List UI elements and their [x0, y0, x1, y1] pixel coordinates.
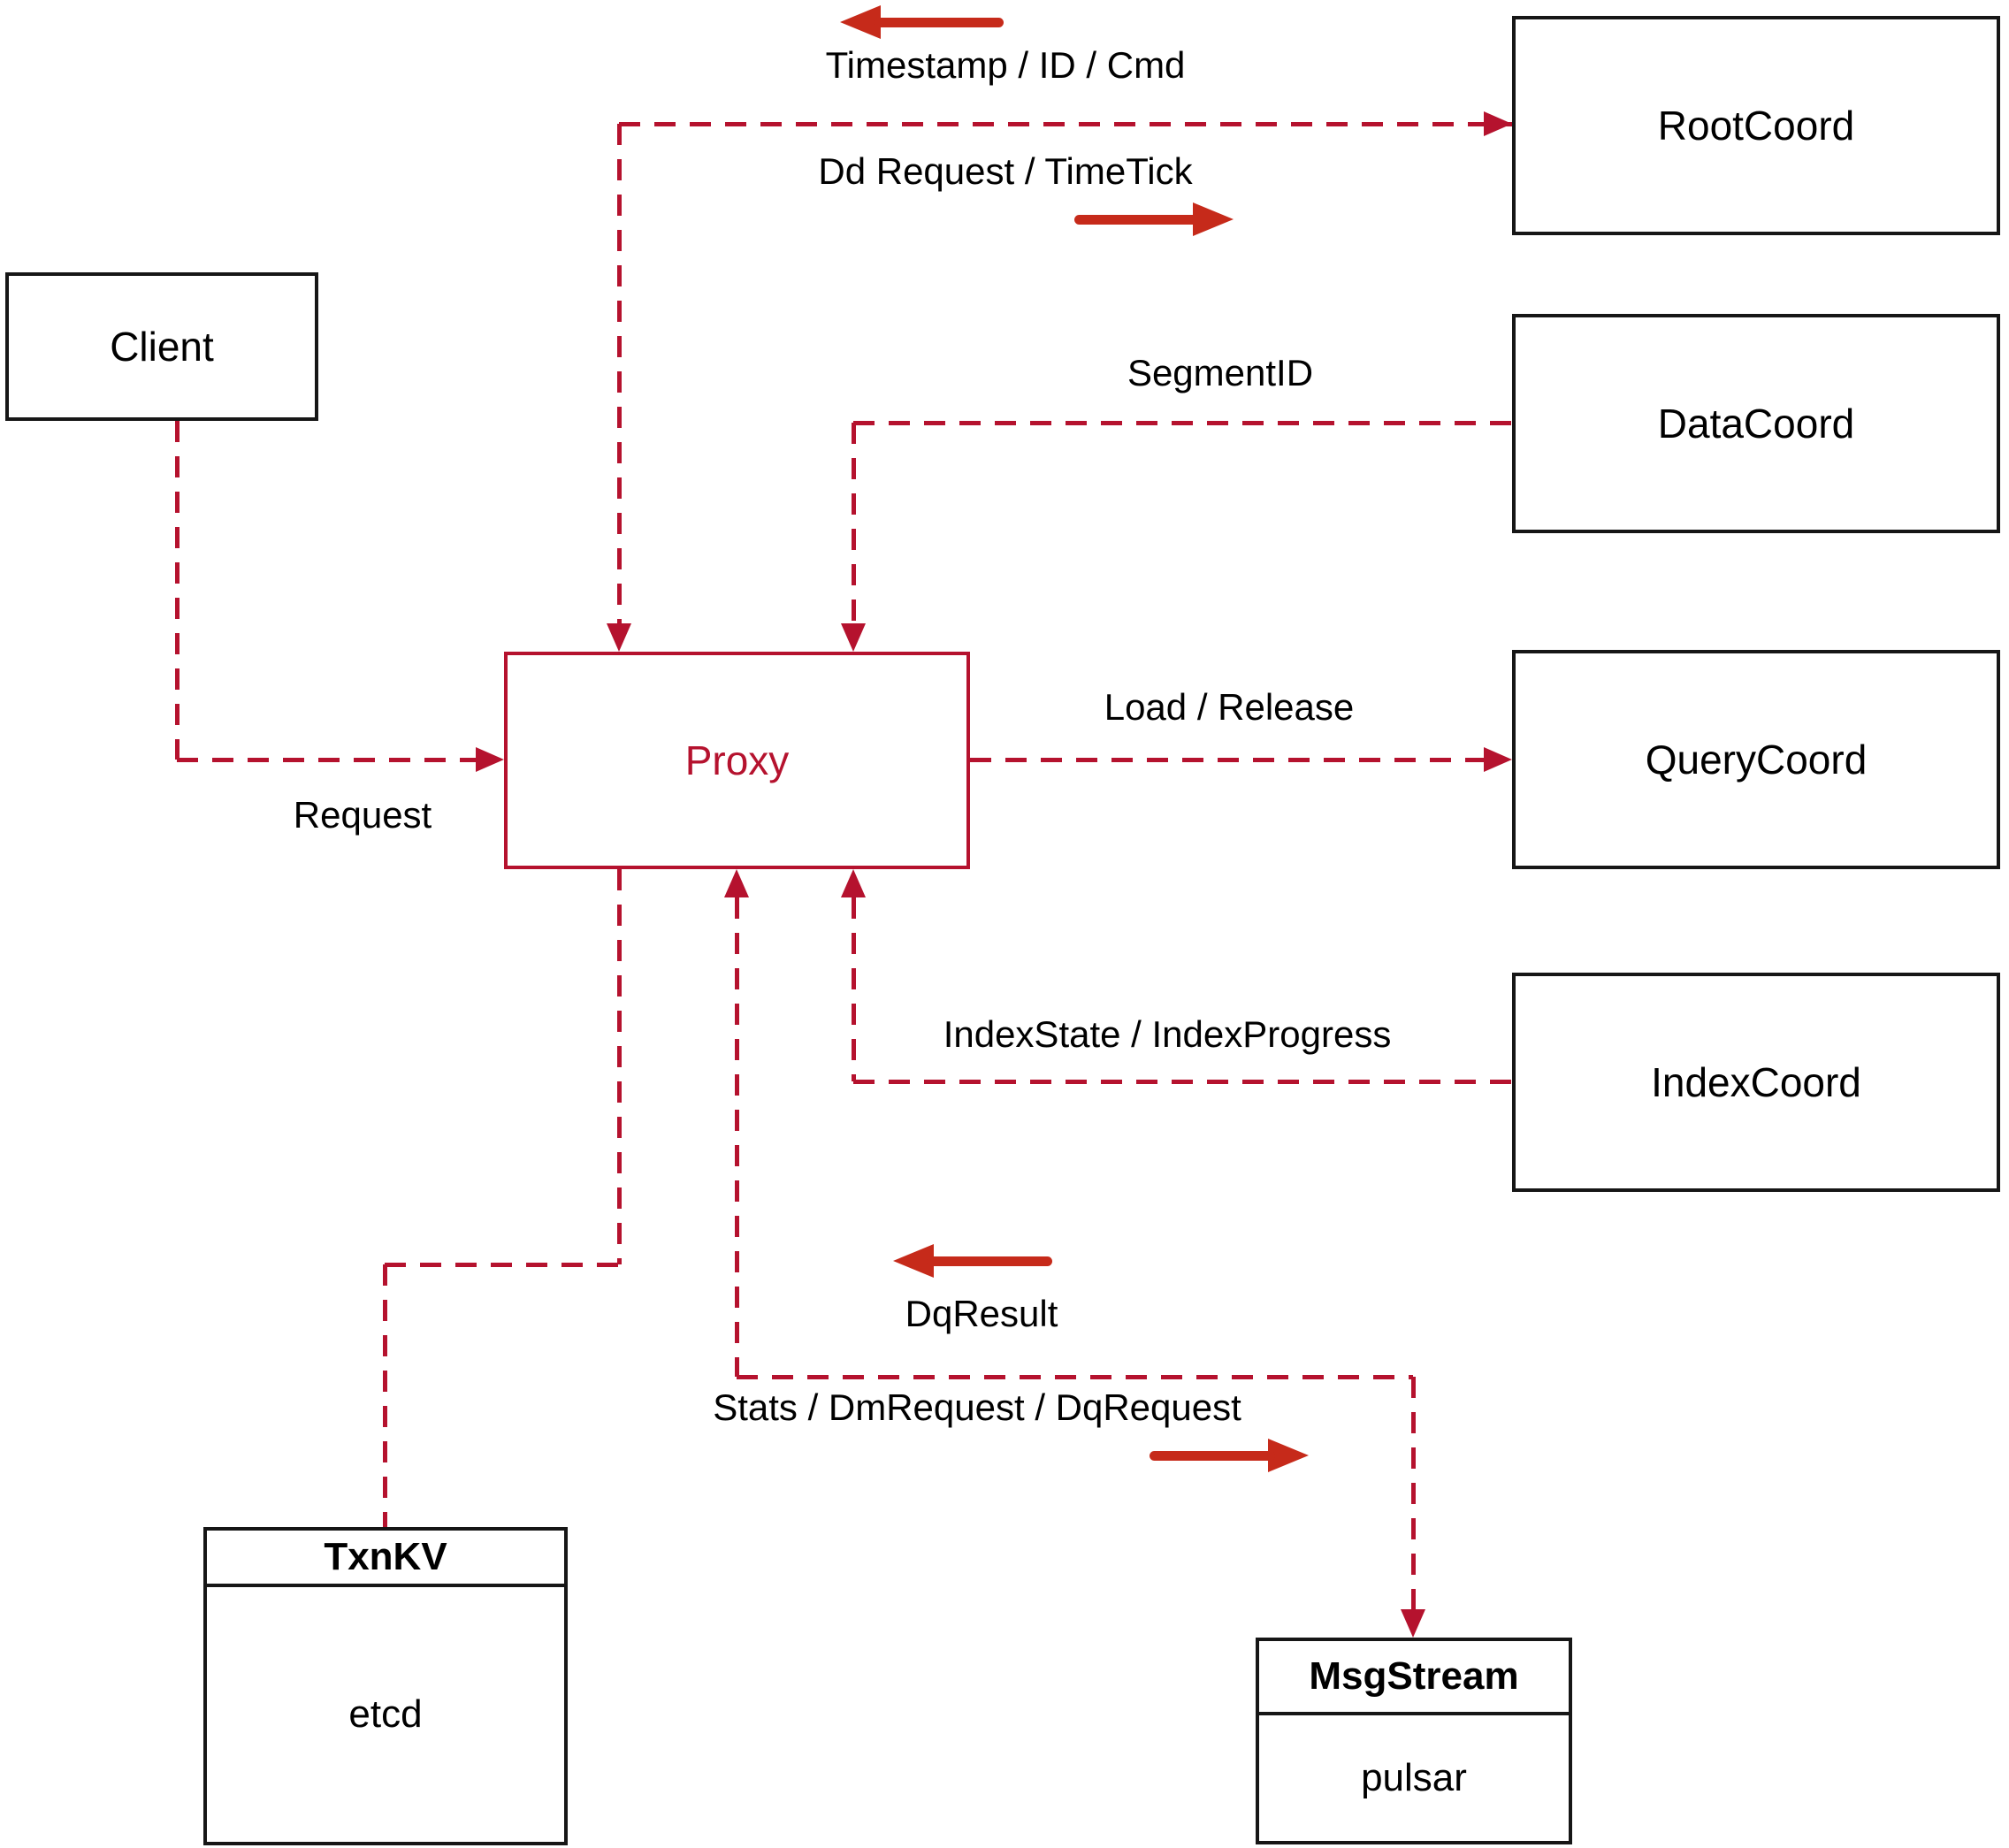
- arrowhead-into-proxy-bottom-right-icon: [841, 869, 866, 897]
- node-txnkv: TxnKV etcd: [203, 1527, 568, 1845]
- node-client: Client: [5, 272, 318, 421]
- node-proxy: Proxy: [504, 652, 970, 869]
- edge-client-proxy-v: [175, 421, 180, 760]
- node-rootcoord-label: RootCoord: [1657, 103, 1855, 149]
- edge-proxy-txnkv-v1: [617, 869, 622, 1264]
- edge-label-indexstate: IndexState / IndexProgress: [943, 1013, 1392, 1055]
- direction-arrow-right-ddrequest-icon: [1074, 202, 1234, 236]
- node-msgstream-title: MsgStream: [1259, 1641, 1569, 1715]
- edge-rootcoord-proxy-v: [617, 124, 622, 623]
- node-client-label: Client: [110, 324, 214, 370]
- node-datacoord-label: DataCoord: [1657, 401, 1855, 447]
- arrowhead-into-querycoord-icon: [1484, 747, 1512, 772]
- edge-proxy-querycoord-h: [970, 758, 1484, 762]
- node-proxy-label: Proxy: [684, 737, 790, 783]
- edge-label-dqresult: DqResult: [905, 1293, 1058, 1334]
- arrowhead-into-proxy-left-icon: [476, 747, 504, 772]
- arrowhead-into-proxy-top-left-icon: [607, 623, 631, 652]
- edge-label-segmentid: SegmentID: [1127, 352, 1314, 393]
- edge-proxy-msgstream-v1: [735, 897, 739, 1377]
- node-indexcoord-label: IndexCoord: [1651, 1059, 1861, 1105]
- arrowhead-into-msgstream-icon: [1401, 1609, 1425, 1638]
- node-txnkv-title: TxnKV: [207, 1531, 564, 1587]
- edge-proxy-rootcoord-h: [619, 122, 1512, 126]
- node-querycoord: QueryCoord: [1512, 650, 2000, 869]
- node-querycoord-label: QueryCoord: [1645, 737, 1868, 783]
- node-msgstream-impl: pulsar: [1361, 1756, 1467, 1799]
- edge-label-timestamp: Timestamp / ID / Cmd: [825, 44, 1186, 86]
- direction-arrow-right-stats-icon: [1150, 1439, 1309, 1472]
- edge-label-request: Request: [293, 794, 432, 836]
- edge-datacoord-proxy-v: [852, 423, 856, 623]
- edge-proxy-txnkv-v2: [383, 1264, 387, 1527]
- edge-datacoord-proxy-h: [853, 421, 1512, 425]
- edge-label-loadrelease: Load / Release: [1104, 686, 1355, 728]
- edge-proxy-txnkv-h: [385, 1263, 619, 1267]
- edge-indexcoord-proxy-h: [853, 1080, 1512, 1084]
- edge-indexcoord-proxy-v: [852, 897, 856, 1081]
- edge-proxy-msgstream-v2: [1411, 1377, 1416, 1609]
- arrowhead-into-proxy-top-right-icon: [841, 623, 866, 652]
- node-msgstream: MsgStream pulsar: [1256, 1638, 1572, 1844]
- edge-label-ddrequest: Dd Request / TimeTick: [818, 150, 1193, 192]
- arrowhead-into-proxy-bottom-center-icon: [724, 869, 749, 897]
- edge-label-stats: Stats / DmRequest / DqRequest: [713, 1386, 1241, 1428]
- node-datacoord: DataCoord: [1512, 314, 2000, 533]
- direction-arrow-left-dqresult-icon: [893, 1244, 1052, 1278]
- node-indexcoord: IndexCoord: [1512, 973, 2000, 1192]
- node-rootcoord: RootCoord: [1512, 16, 2000, 235]
- direction-arrow-left-timestamp-icon: [840, 5, 1004, 39]
- edge-client-proxy-h: [177, 758, 476, 762]
- edge-proxy-msgstream-h: [737, 1375, 1413, 1379]
- node-txnkv-impl: etcd: [348, 1692, 423, 1736]
- arrowhead-into-rootcoord-icon: [1484, 111, 1512, 136]
